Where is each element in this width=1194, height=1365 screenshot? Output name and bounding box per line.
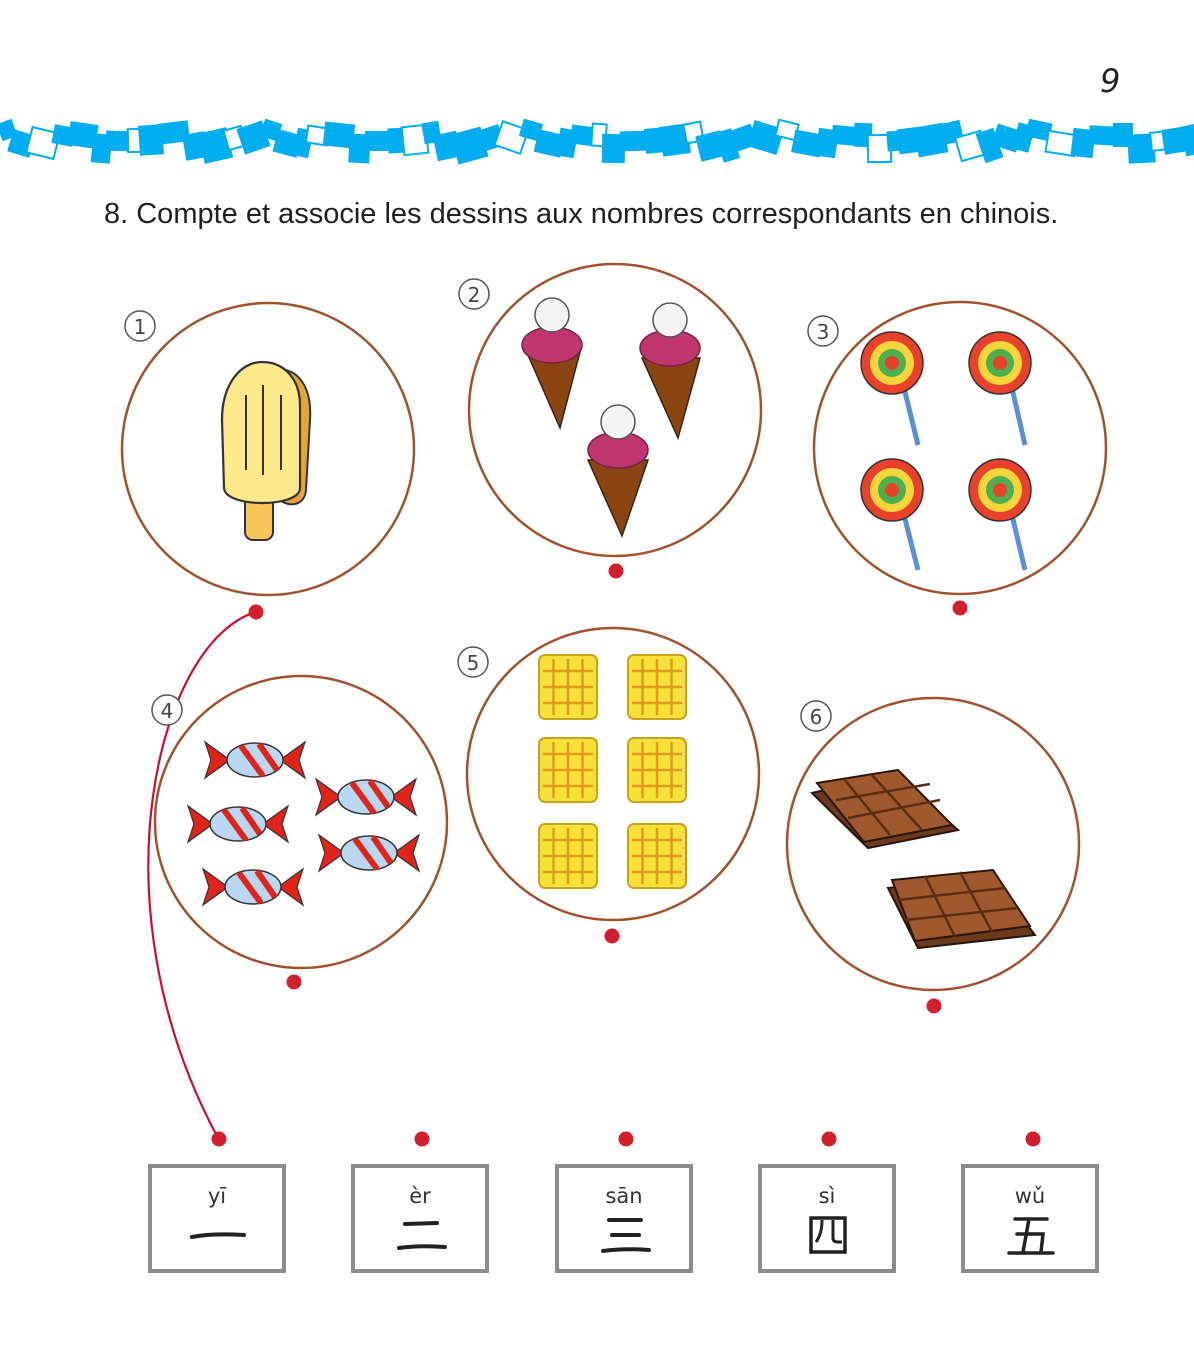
ice-cream-cone-icon xyxy=(521,297,701,539)
waffle-icon xyxy=(538,654,687,889)
picture-circle-3 xyxy=(812,300,1108,596)
connector-dot-picture-2[interactable] xyxy=(608,563,624,579)
connector-dot-number-3[interactable] xyxy=(618,1131,634,1147)
circle-label-6: 6 xyxy=(800,700,832,732)
pinyin-label: èr xyxy=(409,1184,431,1208)
circle-label-1: 1 xyxy=(124,310,156,342)
number-box-5: wǔ xyxy=(961,1164,1099,1273)
connector-dot-picture-4[interactable] xyxy=(286,974,302,990)
connector-dot-number-1[interactable] xyxy=(211,1131,227,1147)
svg-text:5: 5 xyxy=(467,651,480,675)
hanzi-glyph xyxy=(809,1216,847,1254)
connector-dot-number-4[interactable] xyxy=(821,1131,837,1147)
picture-circle-2 xyxy=(467,262,763,558)
pinyin-label: yī xyxy=(207,1184,227,1208)
picture-circle-1 xyxy=(120,301,416,597)
svg-text:4: 4 xyxy=(161,699,174,723)
svg-text:1: 1 xyxy=(134,315,147,339)
lollipop-icon xyxy=(860,331,1032,571)
connector-dot-picture-3[interactable] xyxy=(952,600,968,616)
wrapped-candy-icon xyxy=(186,740,421,907)
connector-dot-picture-5[interactable] xyxy=(604,928,620,944)
popsicle-icon xyxy=(220,360,312,541)
number-box-1: yī xyxy=(148,1164,286,1273)
circle-label-2: 2 xyxy=(458,278,490,310)
circle-label-4: 4 xyxy=(151,694,183,726)
hanzi-glyph xyxy=(1007,1217,1055,1255)
picture-circle-4 xyxy=(153,674,449,970)
svg-text:6: 6 xyxy=(810,705,823,729)
page-number: 9 xyxy=(1100,62,1121,100)
picture-circle-5 xyxy=(465,626,761,922)
pinyin-label: wǔ xyxy=(1014,1184,1046,1208)
number-box-3: sān xyxy=(555,1164,693,1273)
number-box-2: èr xyxy=(351,1164,489,1273)
picture-circle-6 xyxy=(785,696,1081,992)
chocolate-bar-icon xyxy=(810,768,1037,950)
pinyin-label: sān xyxy=(605,1184,643,1208)
circle-label-5: 5 xyxy=(457,646,489,678)
hanzi-glyph xyxy=(397,1221,447,1250)
connector-dot-picture-1[interactable] xyxy=(248,604,264,620)
svg-text:2: 2 xyxy=(468,283,481,307)
hanzi-glyph xyxy=(601,1218,651,1253)
connector-dot-number-5[interactable] xyxy=(1025,1131,1041,1147)
hanzi-glyph xyxy=(190,1232,246,1239)
connector-dot-number-2[interactable] xyxy=(414,1131,430,1147)
circle-label-3: 3 xyxy=(807,315,839,347)
example-match-line xyxy=(147,610,257,1139)
decorative-ribbon xyxy=(0,118,1194,165)
exercise-instruction: 8. Compte et associe les dessins aux nom… xyxy=(104,198,1059,230)
connector-dot-picture-6[interactable] xyxy=(926,998,942,1014)
pinyin-label: sì xyxy=(818,1184,836,1208)
number-box-4: sì xyxy=(758,1164,896,1273)
svg-text:3: 3 xyxy=(817,320,830,344)
